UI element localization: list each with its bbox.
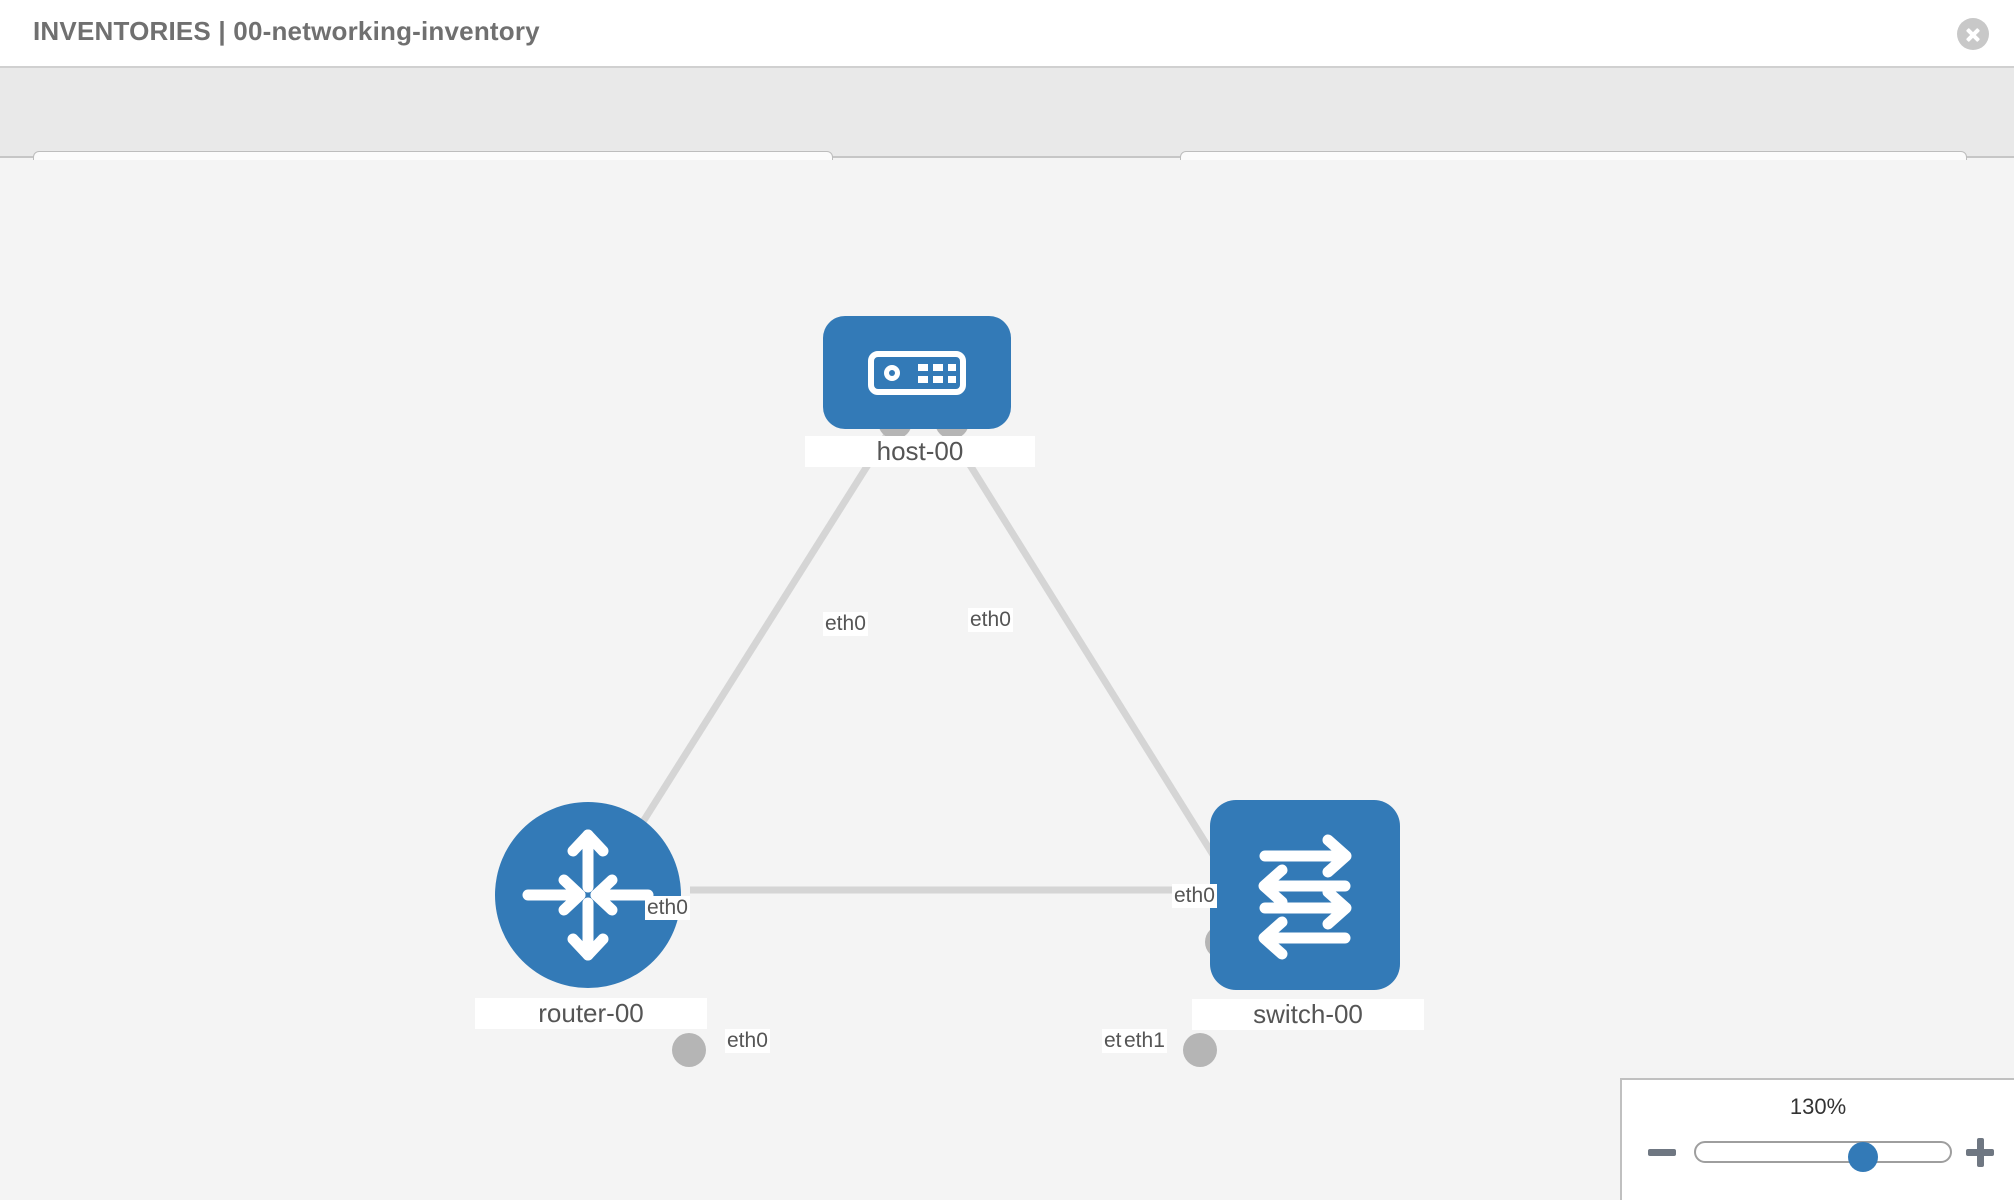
switch-arrows-icon (1258, 834, 1352, 960)
node-host-00[interactable]: host-00 (805, 316, 1035, 467)
iface-label-switch-up: eth0 (1172, 884, 1217, 908)
node-label-switch-00: switch-00 (1192, 999, 1424, 1030)
iface-label-switch-left: eth1 (1122, 1029, 1167, 1053)
node-router-00[interactable]: router-00 (475, 802, 707, 1029)
topology-canvas[interactable]: host-00 (0, 160, 2014, 1200)
zoom-out-button[interactable] (1646, 1136, 1678, 1168)
port-switch-left[interactable] (1183, 1033, 1217, 1067)
zoom-level-value: 130% (1789, 1094, 1847, 1119)
zoom-slider-row (1622, 1132, 2014, 1172)
iface-label-host-right: eth0 (968, 608, 1013, 632)
zoom-slider-thumb[interactable] (1848, 1142, 1878, 1172)
node-switch-00[interactable]: switch-00 (1192, 800, 1424, 1030)
iface-label-router-right: eth0 (725, 1029, 770, 1053)
zoom-slider-track[interactable] (1694, 1141, 1952, 1172)
topology-edges (597, 423, 1238, 894)
zoom-in-button[interactable] (1964, 1136, 1996, 1168)
node-label-router-00: router-00 (475, 998, 707, 1029)
iface-label-host-left: eth0 (823, 612, 868, 636)
edge-host-router (597, 423, 896, 892)
iface-label-router-up: eth0 (645, 896, 690, 920)
toolbar: ACTIONS SEARCH (0, 68, 2014, 203)
zoom-control-panel: 130% (1620, 1078, 2014, 1200)
port-router-right[interactable] (672, 1033, 706, 1067)
page-header: INVENTORIES | 00-networking-inventory (0, 0, 2014, 68)
switch-node-shape (1210, 800, 1400, 990)
page-title: INVENTORIES | 00-networking-inventory (33, 16, 540, 46)
node-label-host-00: host-00 (805, 436, 1035, 467)
close-icon[interactable] (1957, 18, 1989, 50)
edge-host-switch (942, 423, 1238, 892)
server-icon (868, 351, 966, 395)
router-arrows-icon (522, 829, 654, 961)
host-node-shape (823, 316, 1011, 429)
